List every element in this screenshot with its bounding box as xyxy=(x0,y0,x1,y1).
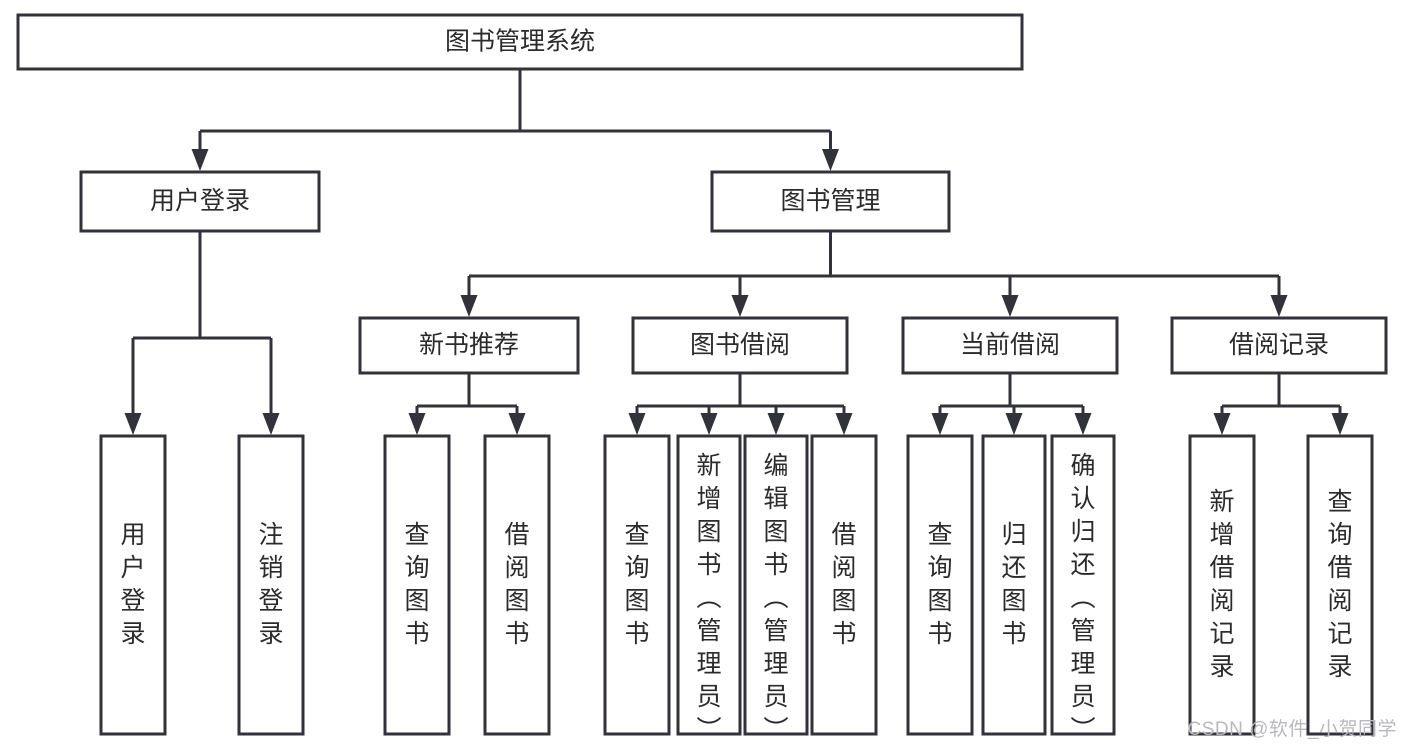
node-label: 新书推荐 xyxy=(419,331,519,359)
node-label: 查询图书 xyxy=(624,521,649,648)
node-leaf-query-record[interactable]: 查询借阅记录 xyxy=(1306,434,1374,736)
node-leaf-add-record[interactable]: 新增借阅记录 xyxy=(1188,434,1256,736)
node-box xyxy=(981,434,1047,736)
node-box xyxy=(1188,434,1256,736)
node-label: 当前借阅 xyxy=(960,331,1060,359)
node-label: 借阅记录 xyxy=(1229,331,1329,359)
node-user-login[interactable]: 用户登录 xyxy=(79,170,321,233)
node-borrow-record[interactable]: 借阅记录 xyxy=(1170,316,1388,375)
node-book-manage[interactable]: 图书管理 xyxy=(710,170,951,233)
node-box xyxy=(1050,434,1116,736)
node-box xyxy=(99,434,167,736)
node-box xyxy=(483,434,551,736)
node-label: 图书管理系统 xyxy=(445,28,595,56)
node-root[interactable]: 图书管理系统 xyxy=(16,13,1024,71)
node-leaf-return-book[interactable]: 归还图书 xyxy=(981,434,1047,736)
node-box xyxy=(358,316,580,375)
node-label: 查询图书 xyxy=(404,521,429,648)
node-label: 归还图书 xyxy=(1001,521,1026,648)
node-leaf-user-login[interactable]: 用户登录 xyxy=(99,434,167,736)
node-box xyxy=(1170,316,1388,375)
node-label: 注销登录 xyxy=(258,521,283,648)
node-book-borrow[interactable]: 图书借阅 xyxy=(631,316,849,375)
node-box xyxy=(237,434,305,736)
node-box xyxy=(906,434,974,736)
node-box xyxy=(710,170,951,233)
node-leaf-edit-book[interactable]: 编辑图书︵管理员︶ xyxy=(743,434,809,744)
node-box xyxy=(383,434,451,736)
node-label: 图书借阅 xyxy=(690,331,790,359)
node-box xyxy=(676,434,742,736)
node-box xyxy=(743,434,809,736)
node-leaf-query-book-1[interactable]: 查询图书 xyxy=(383,434,451,736)
node-box xyxy=(603,434,671,736)
node-leaf-borrow-book-1[interactable]: 借阅图书 xyxy=(483,434,551,736)
node-label: 新增图书︵管理员︶ xyxy=(696,452,721,744)
node-label: 查询图书 xyxy=(927,521,952,648)
node-leaf-query-book-3[interactable]: 查询图书 xyxy=(906,434,974,736)
node-label: 图书管理 xyxy=(780,187,880,215)
node-label: 编辑图书︵管理员︶ xyxy=(763,452,788,744)
node-box xyxy=(79,170,321,233)
node-leaf-borrow-book-2[interactable]: 借阅图书 xyxy=(810,434,878,736)
node-label: 用户登录 xyxy=(150,187,250,215)
node-current-borrow[interactable]: 当前借阅 xyxy=(901,316,1119,375)
node-label: 查询借阅记录 xyxy=(1327,488,1352,681)
node-label: 借阅图书 xyxy=(504,521,529,648)
node-leaf-user-logout[interactable]: 注销登录 xyxy=(237,434,305,736)
node-leaf-add-book[interactable]: 新增图书︵管理员︶ xyxy=(676,434,742,744)
node-label: 用户登录 xyxy=(120,521,145,648)
node-new-book-rec[interactable]: 新书推荐 xyxy=(358,316,580,375)
node-box xyxy=(1306,434,1374,736)
node-label: 借阅图书 xyxy=(831,521,856,648)
node-leaf-confirm-return[interactable]: 确认归还︵管理员︶ xyxy=(1050,434,1116,744)
node-label: 确认归还︵管理员︶ xyxy=(1070,452,1095,744)
node-box xyxy=(631,316,849,375)
node-box xyxy=(901,316,1119,375)
node-label: 新增借阅记录 xyxy=(1209,488,1234,681)
node-leaf-query-book-2[interactable]: 查询图书 xyxy=(603,434,671,736)
node-box xyxy=(810,434,878,736)
node-box xyxy=(16,13,1024,71)
